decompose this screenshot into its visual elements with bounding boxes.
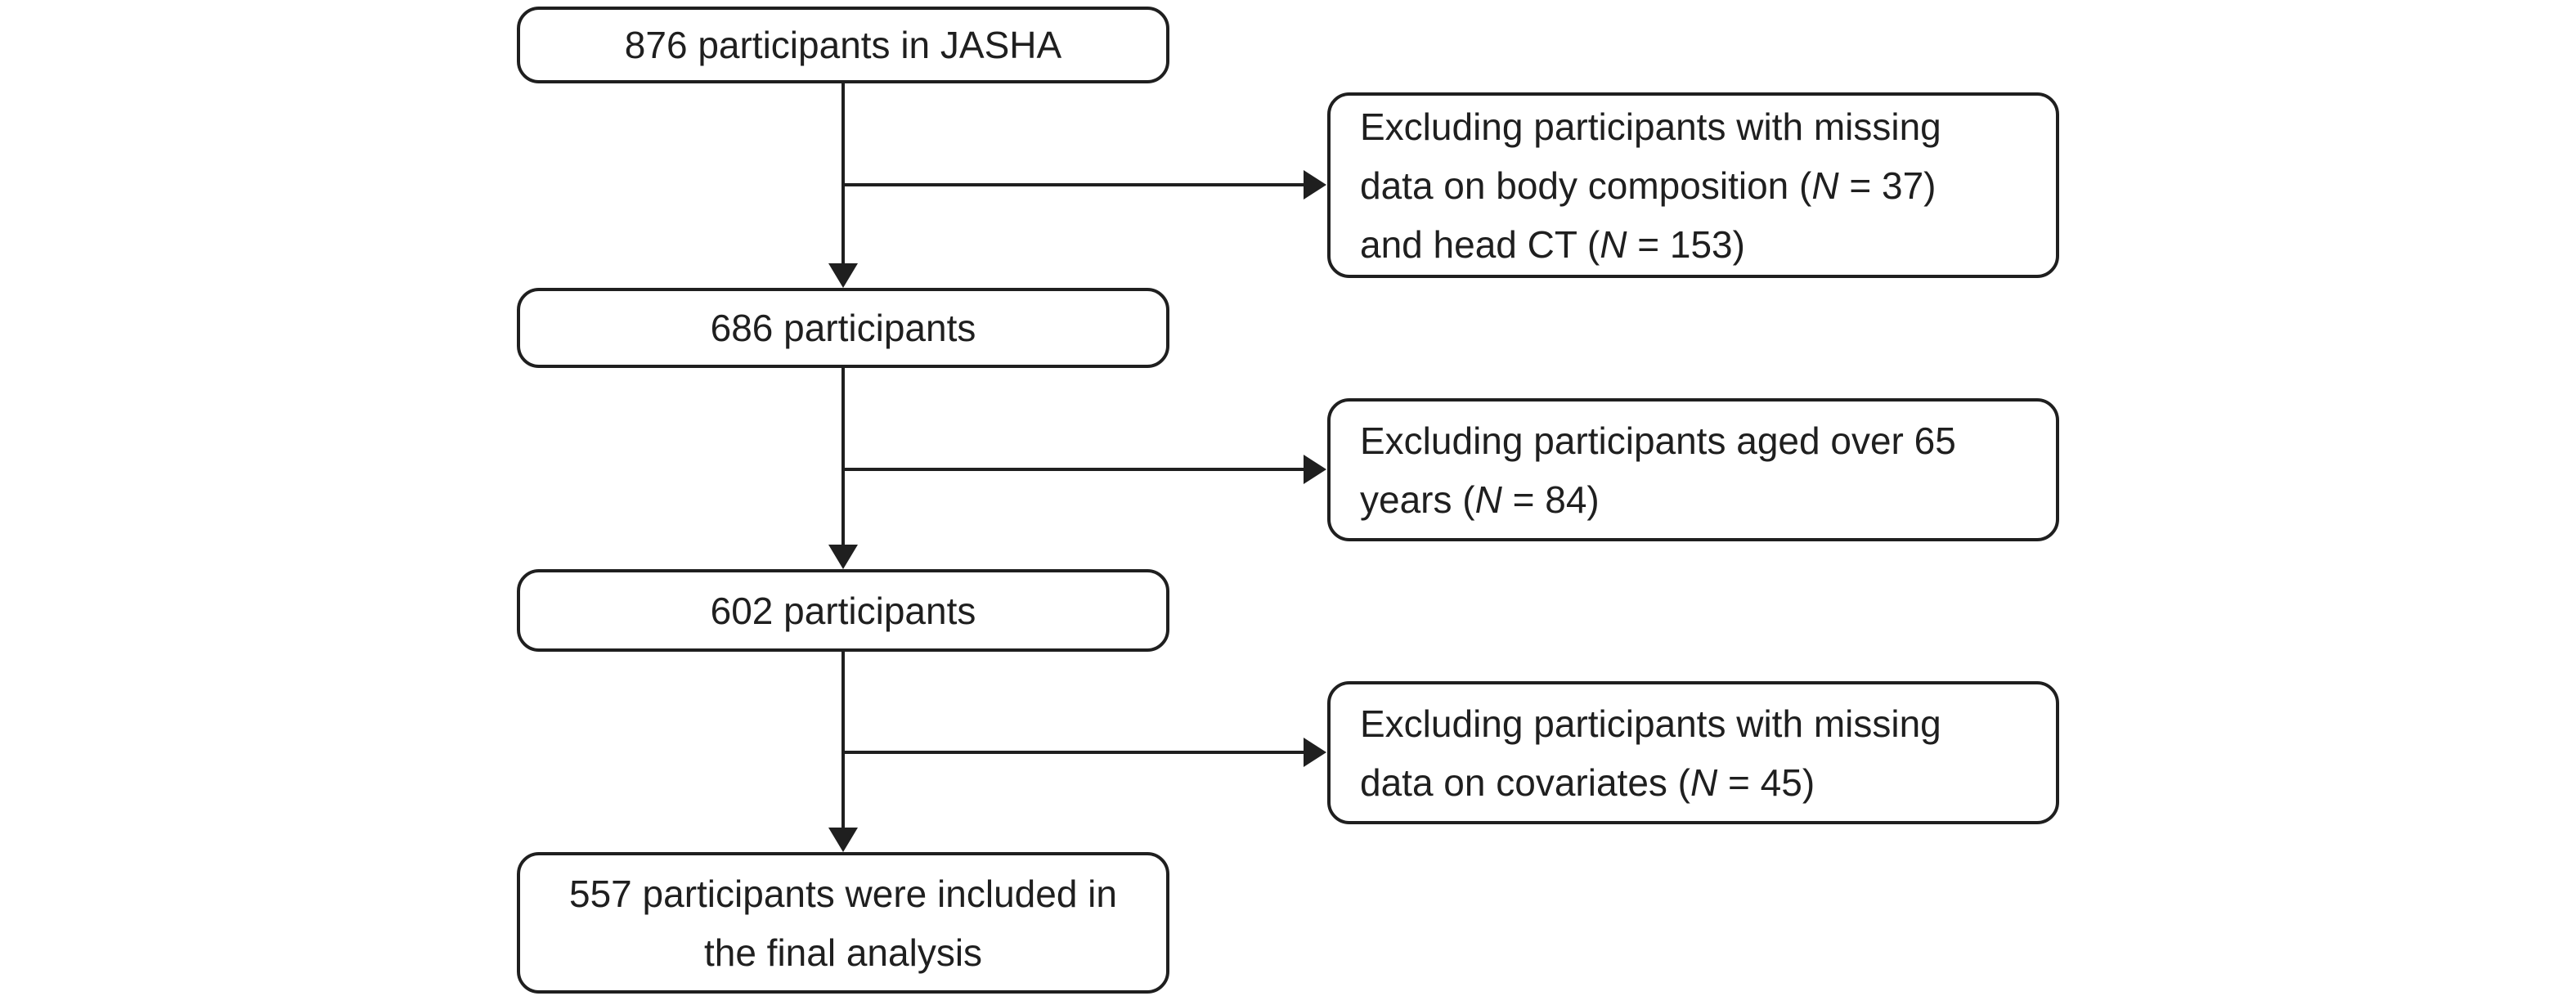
box-exclusion-body-composition-head-ct: Excluding participants with missing data…	[1327, 92, 2059, 278]
exclusion-line-2: years (N = 84)	[1360, 470, 1600, 529]
box-876-participants-in-jasha: 876 participants in JASHA	[517, 7, 1169, 83]
italic-n: N	[1811, 164, 1839, 207]
text-segment: and head CT (	[1360, 222, 1600, 266]
arrow-right-to-exclusion-2	[843, 455, 1326, 484]
arrow-down-876-to-686	[828, 82, 858, 288]
box-602-participants: 602 participants	[517, 569, 1169, 652]
box-label: 602 participants	[710, 589, 976, 632]
text-segment: = 84)	[1501, 478, 1600, 521]
italic-n: N	[1474, 478, 1502, 521]
text-segment: data on covariates (	[1360, 760, 1691, 804]
box-exclusion-missing-covariates: Excluding participants with missing data…	[1327, 681, 2059, 824]
box-label-line-1: 557 participants were included in	[569, 872, 1117, 915]
italic-n: N	[1600, 222, 1627, 266]
text-segment: Excluding participants aged over 65	[1360, 419, 1956, 462]
exclusion-line-1: Excluding participants with missing	[1360, 97, 1941, 156]
text-segment: data on body composition (	[1360, 164, 1812, 207]
arrow-right-to-exclusion-3	[843, 738, 1326, 767]
box-label-line-2: the final analysis	[703, 931, 983, 974]
text-segment: Excluding participants with missing	[1360, 702, 1941, 745]
box-label: 686 participants	[710, 307, 976, 349]
arrow-down-686-to-602	[828, 368, 858, 569]
box-557-final-analysis: 557 participants were included in the fi…	[517, 852, 1169, 994]
arrow-down-602-to-557	[828, 652, 858, 852]
text-segment: Excluding participants with missing	[1360, 105, 1941, 148]
box-label: 876 participants in JASHA	[624, 24, 1062, 66]
exclusion-line-2: data on covariates (N = 45)	[1360, 753, 1815, 812]
text-segment: years (	[1360, 478, 1475, 521]
text-segment: = 45)	[1717, 760, 1815, 804]
arrow-right-to-exclusion-1	[843, 170, 1326, 200]
exclusion-line-1: Excluding participants with missing	[1360, 694, 1941, 753]
exclusion-line-2: data on body composition (N = 37)	[1360, 156, 1936, 215]
box-686-participants: 686 participants	[517, 288, 1169, 368]
italic-n: N	[1690, 760, 1718, 804]
text-segment: = 153)	[1627, 222, 1745, 266]
exclusion-line-3: and head CT (N = 153)	[1360, 215, 1745, 274]
box-exclusion-aged-over-65: Excluding participants aged over 65 year…	[1327, 398, 2059, 541]
text-segment: = 37)	[1838, 164, 1936, 207]
exclusion-line-1: Excluding participants aged over 65	[1360, 411, 1956, 470]
